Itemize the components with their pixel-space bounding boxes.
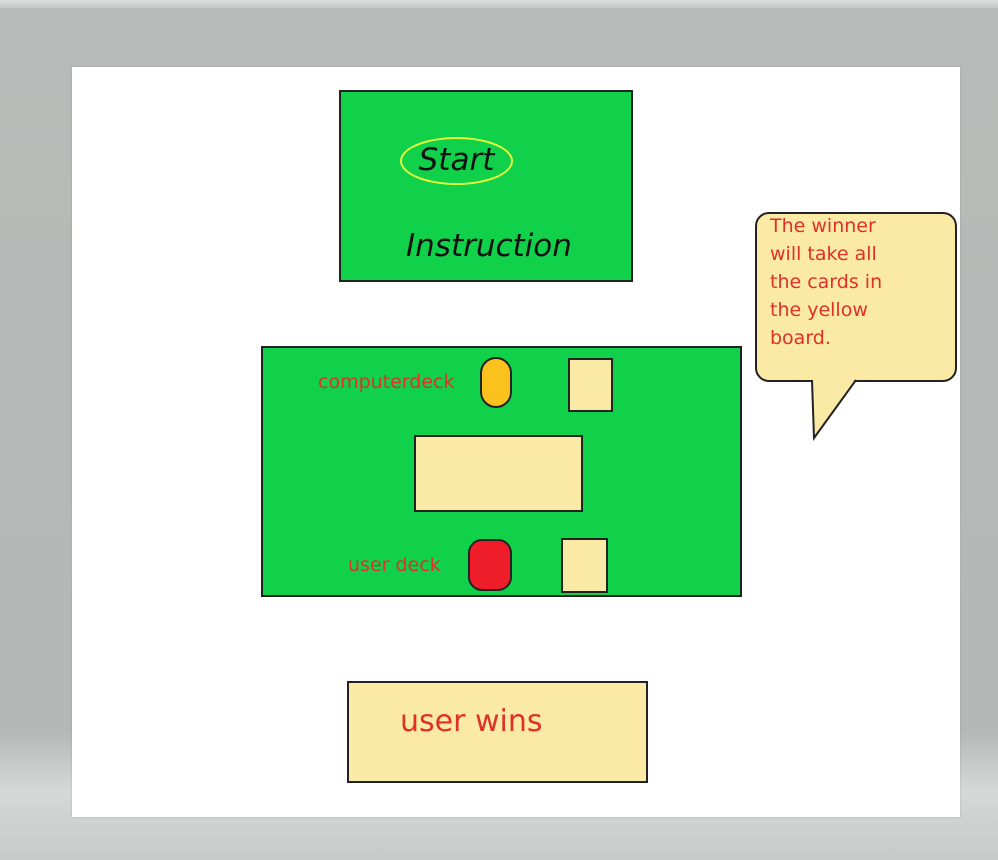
- computer-card-slot: [568, 358, 613, 412]
- callout-line: board.: [770, 327, 831, 349]
- computer-deck[interactable]: [480, 357, 512, 408]
- callout-line: the yellow: [770, 299, 868, 321]
- result-label: user wins: [400, 704, 543, 739]
- user-card-slot: [561, 538, 608, 593]
- start-button-label[interactable]: Start: [418, 142, 495, 178]
- user-deck-label: user deck: [348, 554, 441, 576]
- instruction-button[interactable]: Instruction: [406, 228, 572, 264]
- callout-line: the cards in: [770, 271, 883, 293]
- window-top-edge: [0, 0, 998, 8]
- callout-tail: [811, 378, 857, 441]
- computer-deck-label: computerdeck: [318, 371, 455, 393]
- start-button[interactable]: [400, 137, 513, 185]
- menu-panel: [339, 90, 633, 282]
- callout-line: will take all: [770, 243, 877, 265]
- callout-text: The winner will take all the cards in th…: [770, 212, 950, 352]
- callout-line: The winner: [770, 215, 876, 237]
- user-deck[interactable]: [468, 539, 512, 591]
- result-box: [347, 681, 648, 783]
- instruction-callout: [755, 212, 957, 382]
- center-card-pile: [414, 435, 583, 512]
